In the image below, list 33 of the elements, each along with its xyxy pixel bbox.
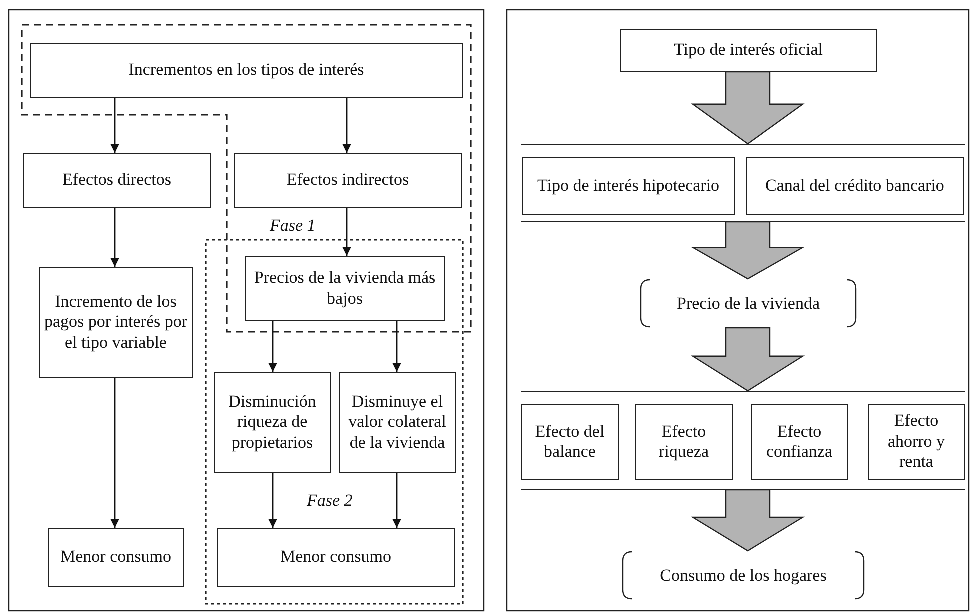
block-arrow xyxy=(690,221,806,280)
arrow xyxy=(392,321,402,372)
band xyxy=(521,144,965,222)
process-box: Efectos indirectos xyxy=(234,153,462,208)
bracketed-label: Precio de la vivienda xyxy=(640,279,857,328)
process-box: Menor consumo xyxy=(48,528,184,587)
process-box: Efecto confianza xyxy=(751,404,848,480)
process-box: Canal del crédito bancario xyxy=(746,157,964,215)
block-arrow xyxy=(690,327,806,392)
process-box: Precios de la vivienda más bajos xyxy=(245,256,445,321)
arrow xyxy=(110,208,120,267)
process-box: Efecto riqueza xyxy=(635,404,733,480)
process-box: Incremento de los pagos por interés por el tipo variable xyxy=(39,267,193,378)
process-box: Menor consumo xyxy=(217,528,455,587)
process-box: Disminución riqueza de propietarios xyxy=(214,372,331,473)
process-box: Tipo de interés hipotecario xyxy=(522,157,735,215)
process-box: Disminuye el valor colateral de la vivienda xyxy=(339,372,456,473)
arrow xyxy=(110,98,120,153)
bracketed-label: Consumo de los hogares xyxy=(622,551,865,600)
process-box: Efecto ahorro y renta xyxy=(868,404,965,480)
band xyxy=(521,391,965,490)
arrow xyxy=(110,378,120,528)
block-arrow xyxy=(690,489,806,552)
process-box: Efecto del balance xyxy=(521,404,619,480)
arrow xyxy=(268,473,278,528)
arrow xyxy=(342,208,352,256)
arrow xyxy=(268,321,278,372)
process-box: Tipo de interés oficial xyxy=(620,29,877,72)
process-box: Incrementos en los tipos de interés xyxy=(30,43,463,98)
arrow xyxy=(392,473,402,528)
process-box: Efectos directos xyxy=(23,153,211,208)
arrow xyxy=(342,98,352,153)
block-arrow xyxy=(691,71,805,145)
